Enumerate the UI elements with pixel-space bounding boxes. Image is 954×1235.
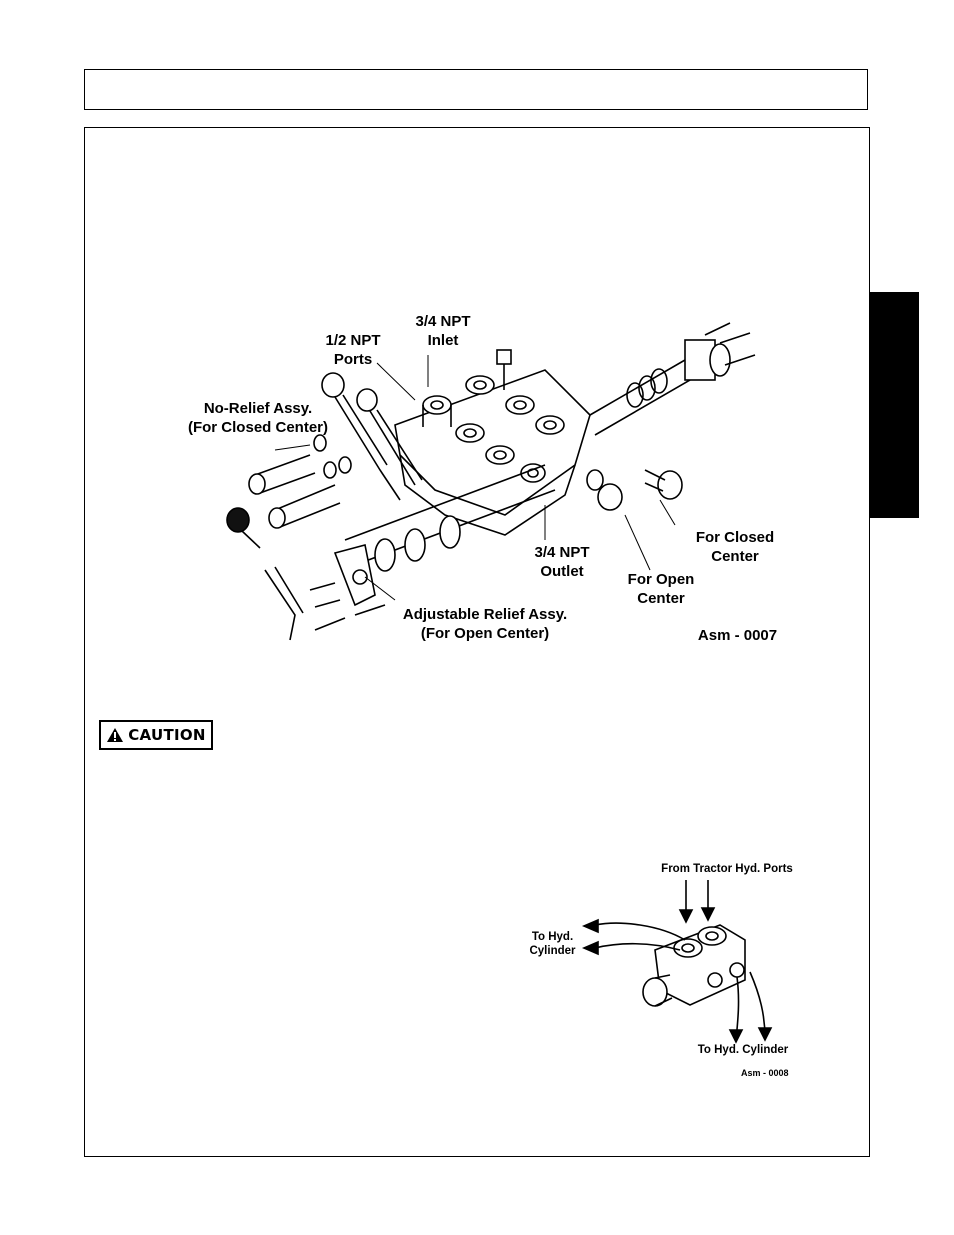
label-closed-line1: For Closed (695, 529, 775, 546)
label-adjustable-relief: Adjustable Relief Assy. (For Open Center… (390, 605, 580, 643)
label-to-cylinder-left: To Hyd. Cylinder (520, 930, 585, 958)
warning-triangle-icon (107, 728, 124, 742)
label-ports-line2: Ports (333, 351, 373, 368)
page-header-box (84, 69, 868, 110)
label-closed-line2: Center (711, 548, 759, 565)
valve-exploded-view-drawing (226, 322, 756, 641)
valve-hookup-drawing (581, 880, 773, 1044)
label-inlet-line1: 3/4 NPT (415, 313, 471, 330)
label-closed-center: For Closed Center (685, 528, 785, 566)
content-frame (84, 127, 870, 1157)
label-ports-line1: 1/2 NPT (325, 332, 381, 349)
label-inlet-line2: Inlet (427, 332, 459, 349)
label-to-cylinder-bottom: To Hyd. Cylinder (697, 1044, 789, 1056)
label-ports: 1/2 NPT Ports (313, 331, 393, 369)
label-to-cylinder-left-line1: To Hyd. (531, 931, 574, 943)
label-adjustable-line1: Adjustable Relief Assy. (402, 606, 568, 623)
label-no-relief-line1: No-Relief Assy. (203, 400, 313, 417)
label-no-relief: No-Relief Assy. (For Closed Center) (178, 399, 338, 437)
label-outlet: 3/4 NPT Outlet (522, 543, 602, 581)
figure1-asm-number: Asm - 0007 (697, 627, 778, 644)
figure2-asm-number: Asm - 0008 (741, 1068, 789, 1078)
label-outlet-line2: Outlet (540, 563, 584, 580)
caution-label: CAUTION (128, 726, 206, 744)
label-outlet-line1: 3/4 NPT (534, 544, 590, 561)
label-open-line2: Center (637, 590, 685, 607)
label-open-line1: For Open (627, 571, 695, 588)
label-open-center: For Open Center (616, 570, 706, 608)
label-from-tractor: From Tractor Hyd. Ports (661, 863, 793, 875)
label-inlet: 3/4 NPT Inlet (403, 312, 483, 350)
label-no-relief-line2: (For Closed Center) (187, 419, 328, 436)
label-to-cylinder-left-line2: Cylinder (529, 945, 576, 957)
caution-badge: CAUTION (99, 720, 213, 750)
label-adjustable-line2: (For Open Center) (420, 625, 550, 642)
section-side-tab (869, 292, 919, 518)
